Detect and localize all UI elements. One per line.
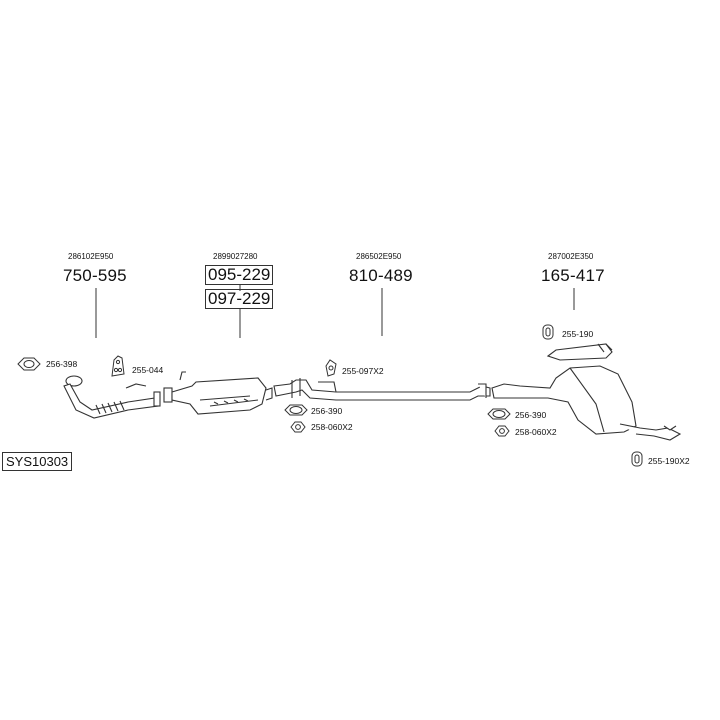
fitting-label[interactable]: 256-398 <box>46 359 78 369</box>
front-pipe <box>63 375 161 419</box>
intermediate-pipe <box>273 378 491 401</box>
gasket-icon <box>284 404 308 416</box>
fitting-label[interactable]: 255-044 <box>132 365 164 375</box>
bracket-icon <box>111 355 125 377</box>
rubber-mount-icon <box>325 359 337 377</box>
rubber-mount-icon <box>631 451 643 467</box>
fitting-label[interactable]: 255-097X2 <box>342 366 384 376</box>
gasket-icon <box>17 357 41 371</box>
system-code: SYS10303 <box>2 452 73 471</box>
part-number[interactable]: 750-595 <box>63 266 127 285</box>
nut-icon <box>290 421 306 433</box>
oem-number: 286502E950 <box>356 252 402 261</box>
fitting-label[interactable]: 256-390 <box>311 406 343 416</box>
gasket-icon <box>487 408 511 420</box>
rear-silencer <box>491 343 682 441</box>
fitting-label[interactable]: 255-190 <box>562 329 594 339</box>
oem-number: 2899027280 <box>213 252 258 261</box>
oem-number: 286102E950 <box>68 252 114 261</box>
part-number[interactable]: 810-489 <box>349 266 413 285</box>
fitting-label[interactable]: 256-390 <box>515 410 547 420</box>
nut-icon <box>494 425 510 437</box>
oem-number: 287002E350 <box>548 252 594 261</box>
part-number-box[interactable]: 095-229 <box>205 265 274 285</box>
catalytic-converter <box>163 371 273 415</box>
fitting-label[interactable]: 255-190X2 <box>648 456 690 466</box>
rubber-mount-icon <box>542 324 554 340</box>
fitting-label[interactable]: 258-060X2 <box>311 422 353 432</box>
part-number[interactable]: 165-417 <box>541 266 605 285</box>
part-number-box[interactable]: 097-229 <box>205 289 274 309</box>
fitting-label[interactable]: 258-060X2 <box>515 427 557 437</box>
